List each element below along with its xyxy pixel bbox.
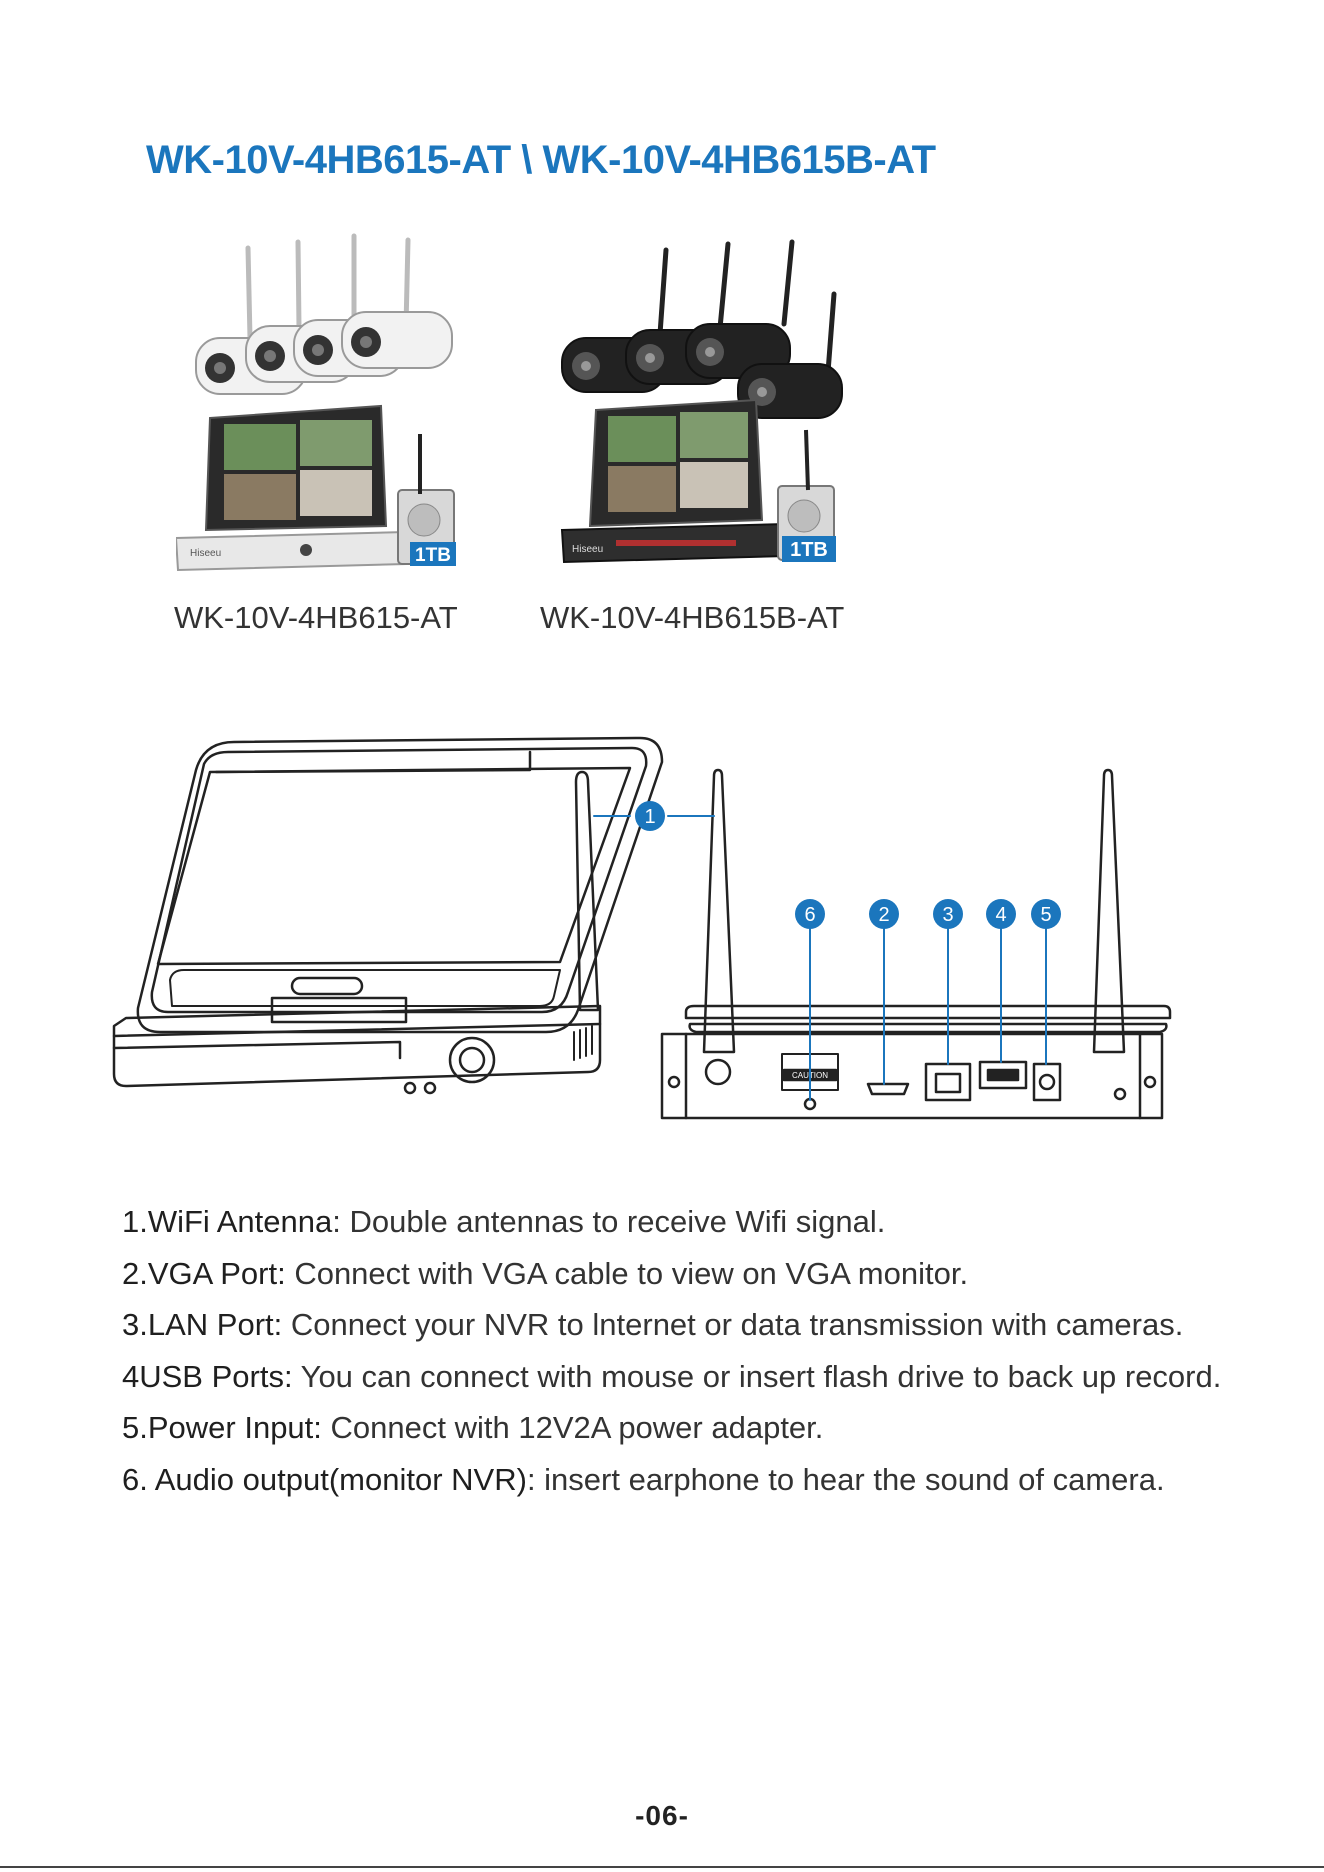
storage-badge: 1TB <box>790 539 828 561</box>
marker-4: 4 <box>995 904 1006 926</box>
feature-term: 4USB Ports: <box>122 1358 293 1394</box>
feature-term: 2.VGA Port: <box>122 1255 286 1291</box>
marker-6: 6 <box>804 904 815 926</box>
feature-term: 1.WiFi Antenna <box>122 1204 333 1239</box>
marker-5: 5 <box>1040 904 1051 926</box>
nvr-port-diagram: CAUTION <box>100 730 1220 1130</box>
bottom-divider <box>0 1866 1324 1868</box>
brand-text: Hiseeu <box>572 544 603 555</box>
feature-text: Connect your NVR to lnternet or data tra… <box>282 1307 1184 1342</box>
feature-item: 2.VGA Port: Connect with VGA cable to vi… <box>122 1248 1232 1300</box>
marker-1: 1 <box>644 806 655 828</box>
feature-term: 5.Power Input: <box>122 1410 322 1445</box>
nvr-rear-view: CAUTION <box>660 768 1172 1120</box>
product-image-black-kit: Hiseeu 1TB <box>556 234 876 579</box>
feature-text: : Double antennas to receive Wifi signal… <box>332 1204 886 1239</box>
feature-term: 3.LAN Port: <box>122 1307 283 1342</box>
feature-term: 6. Audio output(monitor NVR) <box>122 1461 527 1497</box>
brand-text: Hiseeu <box>190 548 221 559</box>
feature-item: 5.Power Input: Connect with 12V2A power … <box>122 1402 1232 1454</box>
feature-item: 4USB Ports: You can connect with mouse o… <box>122 1351 1232 1403</box>
feature-text: Connect with 12V2A power adapter. <box>321 1410 824 1445</box>
feature-text: : insert earphone to hear the sound of c… <box>526 1461 1165 1497</box>
feature-text: Connect with VGA cable to view on VGA mo… <box>285 1255 969 1291</box>
feature-text: You can connect with mouse or insert fla… <box>292 1358 1222 1394</box>
page-number: -06- <box>635 1800 689 1831</box>
product-image-white-kit: Hiseeu 1TB <box>176 228 496 578</box>
feature-item: 1.WiFi Antenna: Double antennas to recei… <box>122 1196 1232 1248</box>
marker-3: 3 <box>942 904 953 926</box>
marker-2: 2 <box>878 904 889 926</box>
nvr-front-view <box>112 736 664 1095</box>
product-label-1: WK-10V-4HB615-AT <box>174 600 458 635</box>
feature-list: 1.WiFi Antenna: Double antennas to recei… <box>122 1196 1232 1505</box>
product-label-2: WK-10V-4HB615B-AT <box>540 600 845 635</box>
feature-item: 6. Audio output(monitor NVR): insert ear… <box>122 1454 1232 1506</box>
storage-badge: 1TB <box>415 545 451 566</box>
feature-item: 3.LAN Port: Connect your NVR to lnternet… <box>122 1299 1232 1351</box>
page-title: WK-10V-4HB615-AT \ WK-10V-4HB615B-AT <box>146 138 936 182</box>
